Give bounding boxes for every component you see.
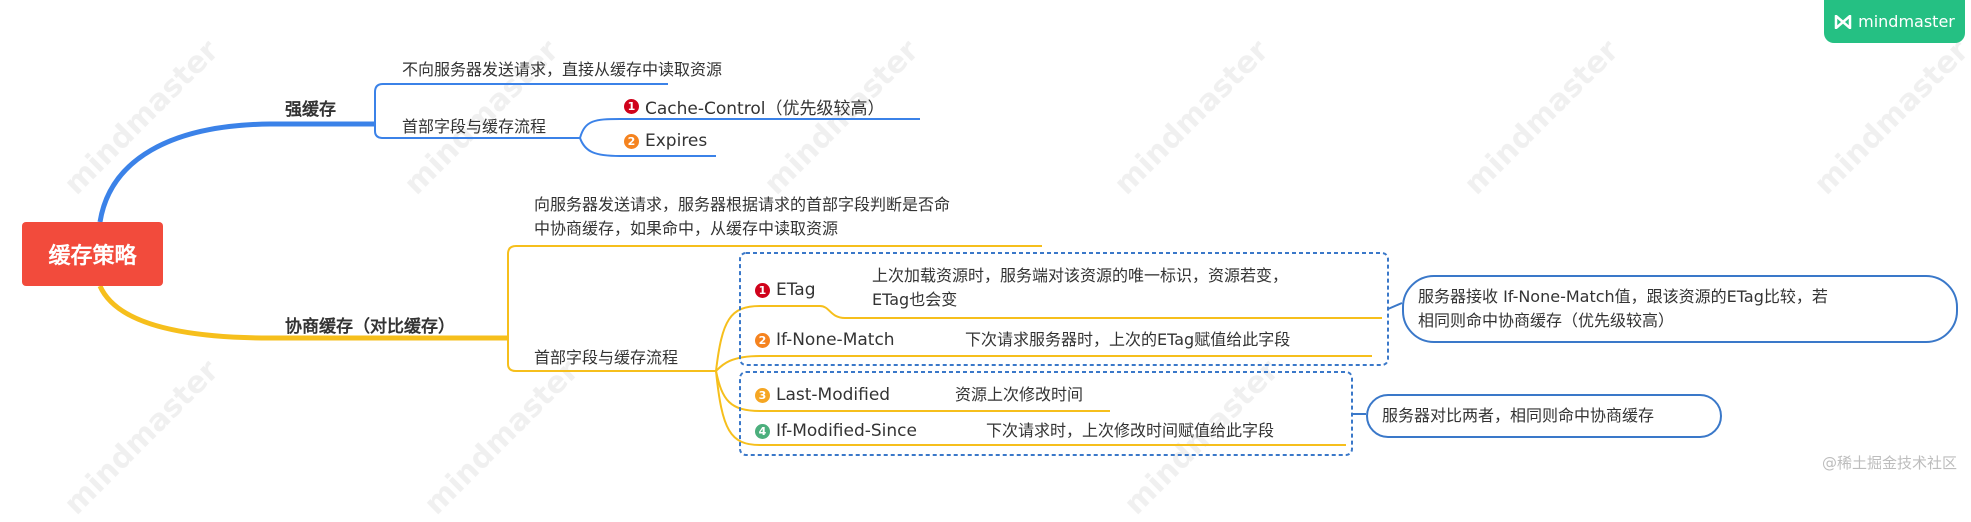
negotiated-cache-description[interactable]: 向服务器发送请求，服务器根据请求的首部字段判断是否命 中协商缓存，如果命中，从缓… [534,193,950,241]
etag-description[interactable]: 上次加载资源时，服务端对该资源的唯一标识，资源若变， ETag也会变 [872,264,1288,312]
summary-line: 服务器对比两者，相同则命中协商缓存 [1382,406,1655,425]
header-if-none-match[interactable]: 2 If-None-Match [755,330,895,350]
header-name: If-None-Match [776,330,895,350]
description-line: 上次加载资源时，服务端对该资源的唯一标识，资源若变， [872,266,1289,285]
header-name: If-Modified-Since [776,421,917,441]
negotiated-cache-headers-label[interactable]: 首部字段与缓存流程 [534,348,679,367]
brand-label: mindmaster [1858,12,1955,31]
summary-line: 服务器接收 If-None-Match值，跟该资源的ETag比较，若 [1418,287,1828,306]
badge-1-icon: 1 [624,99,639,114]
description-line: 中协商缓存，如果命中，从缓存中读取资源 [534,219,839,238]
description-line: 向服务器发送请求，服务器根据请求的首部字段判断是否命 [534,195,951,214]
header-cache-control[interactable]: 1 Cache-Control（优先级较高） [624,94,884,119]
header-name: Expires [645,131,708,151]
topic-negotiated-cache[interactable]: 协商缓存（对比缓存） [285,317,455,337]
last-modified-description[interactable]: 资源上次修改时间 [955,385,1084,404]
description-line: ETag也会变 [872,290,958,309]
badge-2-icon: 2 [755,332,770,348]
header-name: Last-Modified [776,385,891,405]
summary-line: 相同则命中协商缓存（优先级较高） [1418,311,1675,330]
header-name: Cache-Control（优先级较高） [645,99,885,119]
badge-4-icon: 4 [755,423,770,439]
header-expires[interactable]: 2 Expires [624,131,707,151]
summary-etag-callout[interactable]: 服务器接收 If-None-Match值，跟该资源的ETag比较，若 相同则命中… [1402,275,1958,343]
badge-1-icon: 1 [755,282,770,298]
mindmaster-brand: mindmaster [1824,0,1965,43]
if-modified-since-description[interactable]: 下次请求时，上次修改时间赋值给此字段 [986,421,1275,440]
header-if-modified-since[interactable]: 4 If-Modified-Since [755,421,917,441]
strong-cache-description[interactable]: 不向服务器发送请求，直接从缓存中读取资源 [402,60,723,79]
header-etag[interactable]: 1 ETag [755,280,816,300]
badge-2-icon: 2 [624,133,639,149]
topic-strong-cache[interactable]: 强缓存 [285,100,336,120]
header-last-modified[interactable]: 3 Last-Modified [755,385,890,405]
source-credit: @稀土掘金技术社区 [1821,454,1957,472]
summary-last-modified-callout[interactable]: 服务器对比两者，相同则命中协商缓存 [1366,394,1722,438]
badge-3-icon: 3 [755,387,770,403]
mindmaster-logo-icon [1834,14,1852,29]
strong-cache-headers-label[interactable]: 首部字段与缓存流程 [402,117,547,136]
root-topic[interactable]: 缓存策略 [22,222,163,286]
connector-lines [97,83,1403,456]
if-none-match-description[interactable]: 下次请求服务器时，上次的ETag赋值给此字段 [965,330,1291,349]
header-name: ETag [776,280,816,300]
